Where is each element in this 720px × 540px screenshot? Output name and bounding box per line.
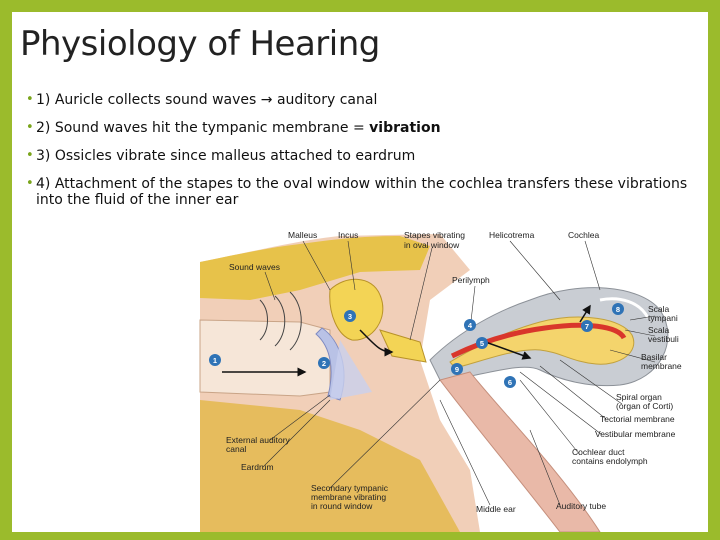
label-malleus: Malleus [288,230,317,240]
step-badges: 1 2 3 4 5 6 7 8 9 [209,303,624,388]
step-number-7: 7 [585,322,589,331]
label-basilar-line2: membrane [641,361,682,371]
bullet-4-text: 4) Attachment of the stapes to the oval … [36,176,688,208]
sound-wave-arc-3 [289,291,302,351]
bone-lower [200,400,460,532]
bullet-3-text: 3) Ossicles vibrate since malleus attach… [36,148,416,164]
bullet-2-emphasis: vibration [369,120,441,136]
label-cochlea: Cochlea [568,230,599,240]
bullet-2-text: 2) Sound waves hit the tympanic membrane… [36,120,370,136]
malleus-incus-shape [329,278,384,341]
label-perilymph: Perilymph [452,275,490,285]
step-number-4: 4 [468,321,473,330]
bullet-3: 3) Ossicles vibrate since malleus attach… [26,148,696,164]
middle-ear-cavity [330,340,372,400]
label-sound-waves: Sound waves [229,262,280,272]
step-number-5: 5 [480,339,484,348]
label-scala-vestibuli-line2: vestibuli [648,334,679,344]
slide: Physiology of Hearing 1) Auricle collect… [12,12,708,532]
helicotrema-arc [599,297,650,319]
slide-title: Physiology of Hearing [20,24,380,64]
bullet-1-text-end: auditory canal [272,92,378,108]
label-incus: Incus [338,230,358,240]
label-stapes-line2: in oval window [404,240,460,250]
label-spiral-organ-line2: (organ of Corti) [616,401,673,411]
flow-arrow-2 [359,329,394,357]
label-basilar-line1: Basilar [641,352,667,362]
label-middle-ear: Middle ear [476,504,516,514]
label-external-canal-line1: External auditory [226,435,291,445]
step-number-6: 6 [508,378,512,387]
flow-arrow-3 [479,339,532,360]
label-vestibular: Vestibular membrane [595,429,676,439]
label-spiral-organ-line1: Spiral organ [616,392,662,402]
bullet-list: 1) Auricle collects sound waves → audito… [26,92,696,220]
label-scala-tympani-line2: tympani [648,313,678,323]
label-stapes-line1: Stapes vibrating [404,230,465,240]
label-eardrum: Eardrum [241,462,274,472]
leader-lines [262,240,656,506]
auditory-tube-shape [439,371,601,532]
ear-anatomy-diagram: 1 2 3 4 5 6 7 8 9 Malleus Incus Stapes v… [199,230,682,532]
bone-upper [200,236,430,300]
sound-wave-arc-1 [259,299,268,341]
flow-arrow-4 [579,304,591,323]
label-helicotrema: Helicotrema [489,230,535,240]
bullet-1-text: 1) Auricle collects sound waves [36,92,261,108]
label-scala-vestibuli-line1: Scala [648,325,670,335]
bullet-4: 4) Attachment of the stapes to the oval … [26,176,696,208]
step-number-9: 9 [455,365,459,374]
sound-wave-arc-2 [274,295,286,347]
label-tectorial: Tectorial membrane [600,414,675,424]
bullet-2: 2) Sound waves hit the tympanic membrane… [26,120,696,136]
label-secondary-line2: membrane vibrating [311,492,386,502]
label-secondary-line3: in round window [311,501,373,511]
arrow-right-icon: → [260,92,273,108]
step-number-3: 3 [348,312,352,321]
label-scala-tympani-line1: Scala [648,304,670,314]
label-cochlear-duct-line1: Cochlear duct [572,447,625,457]
step-number-1: 1 [213,356,217,365]
label-auditory-tube: Auditory tube [556,501,606,511]
label-cochlear-duct-line2: contains endolymph [572,456,648,466]
step-number-2: 2 [322,359,326,368]
label-secondary-line1: Secondary tympanic [311,483,389,493]
bullet-1: 1) Auricle collects sound waves → audito… [26,92,696,108]
step-number-8: 8 [616,305,620,314]
label-external-canal-line2: canal [226,444,246,454]
